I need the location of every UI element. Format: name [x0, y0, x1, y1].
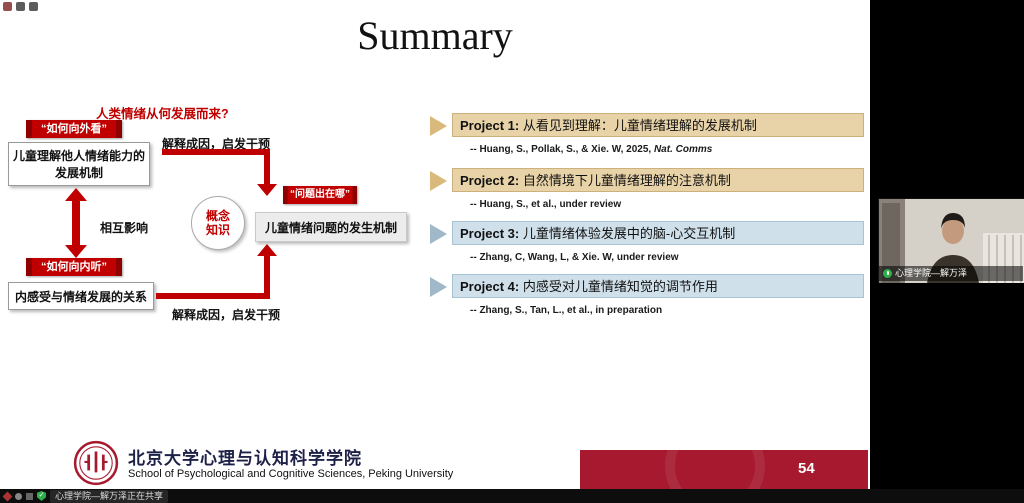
- page-number: 54: [798, 460, 815, 477]
- project3-label: Project 3:: [460, 226, 520, 241]
- secure-share-shield-icon: ✓: [37, 491, 46, 501]
- project3-citation: -- Zhang, C, Wang, L, & Xie. W, under re…: [470, 252, 679, 263]
- bottom-status-bar: ✓ 心理学院—解万泽正在共享: [0, 489, 1024, 503]
- project2-citation: -- Huang, S., et al., under review: [470, 199, 621, 210]
- emoji-mini-icon[interactable]: [15, 492, 22, 500]
- arrow-up-head-icon: [257, 244, 277, 256]
- footer-red-bar: 54: [580, 450, 868, 489]
- project2-bar: Project 2: 自然情境下儿童情绪理解的注意机制: [452, 168, 864, 192]
- project4-citation: -- Zhang, S., Tan, L., et al., in prepar…: [470, 305, 662, 316]
- project3-bullet-icon: [430, 224, 447, 244]
- circle-line2: 知识: [205, 223, 230, 237]
- share-banner: 心理学院—解万泽正在共享: [50, 489, 169, 503]
- project1-bullet-icon: [430, 116, 447, 136]
- settings-icon[interactable]: [29, 2, 38, 11]
- mutual-arrow-down-head-icon: [65, 245, 87, 258]
- label-mutual-influence: 相互影响: [100, 221, 149, 235]
- arrow-down-head-icon: [257, 184, 277, 196]
- project1-bar: Project 1: 从看见到理解：儿童情绪理解的发展机制: [452, 113, 864, 137]
- project1-label: Project 1:: [460, 118, 520, 133]
- circle-line1: 概念: [205, 209, 230, 223]
- project1-citation-journal: Nat. Comms: [653, 144, 713, 155]
- label-explain-top: 解释成因，启发干预: [162, 137, 271, 151]
- arrow-bottom-vertical: [264, 255, 270, 297]
- shared-slide: Summary 人类情绪从何发展而来? “如何向外看” 儿童理解他人情绪能力的发…: [0, 0, 870, 489]
- box-understanding-others: 儿童理解他人情绪能力的发展机制: [8, 142, 150, 186]
- project2-title: 自然情境下儿童情绪理解的注意机制: [519, 173, 731, 188]
- participant-video-thumbnail[interactable]: 心理学院—解万泽: [878, 198, 1024, 283]
- project4-title: 内感受对儿童情绪知觉的调节作用: [519, 279, 718, 294]
- circle-concept-knowledge: 概念 知识: [191, 196, 245, 250]
- mic-on-icon: [883, 269, 892, 278]
- project3-citation-text: -- Zhang, C, Wang, L, & Xie. W, under re…: [470, 252, 679, 263]
- box-interoception: 内感受与情绪发展的关系: [8, 282, 154, 310]
- project3-bar: Project 3: 儿童情绪体验发展中的脑-心交互机制: [452, 221, 864, 245]
- project2-bullet-icon: [430, 171, 447, 191]
- diagram-question: 人类情绪从何发展而来?: [96, 107, 229, 121]
- project4-label: Project 4:: [460, 279, 520, 294]
- ribbon-look-outward: “如何向外看”: [26, 120, 122, 138]
- project1-title: 从看见到理解：儿童情绪理解的发展机制: [519, 118, 757, 133]
- arrow-top-vertical: [264, 149, 270, 185]
- layout-icon[interactable]: [16, 2, 25, 11]
- app-mini-icon[interactable]: [2, 491, 13, 501]
- project4-citation-text: -- Zhang, S., Tan, L., et al., in prepar…: [470, 305, 663, 316]
- redbar-watermark-icon: [665, 450, 765, 489]
- tools-mini-icon[interactable]: [26, 492, 33, 500]
- label-explain-bottom: 解释成因，启发干预: [172, 308, 281, 322]
- footer-org-chinese: 北京大学心理与认知科学学院: [128, 449, 362, 468]
- project1-citation-text: -- Huang, S., Pollak, S., & Xie. W, 2025…: [470, 144, 654, 155]
- ribbon-listen-inward: “如何向内听”: [26, 258, 122, 276]
- project4-bullet-icon: [430, 277, 447, 297]
- participant-name-strip: 心理学院—解万泽: [879, 266, 1023, 281]
- mutual-arrow-up-head-icon: [65, 188, 87, 201]
- participant-name: 心理学院—解万泽: [895, 268, 968, 278]
- top-left-controls: [3, 2, 38, 11]
- mutual-arrow-shaft: [72, 200, 80, 246]
- project3-title: 儿童情绪体验发展中的脑-心交互机制: [519, 226, 736, 241]
- box-emotion-problems: 儿童情绪问题的发生机制: [255, 212, 407, 242]
- arrow-bottom-horizontal: [156, 293, 270, 299]
- project2-citation-text: -- Huang, S., et al., under review: [470, 199, 622, 210]
- footer-org-english: School of Psychological and Cognitive Sc…: [128, 468, 454, 480]
- record-indicator-icon[interactable]: [3, 2, 12, 11]
- ribbon-where-problem: “问题出在哪”: [283, 186, 357, 204]
- slide-title: Summary: [357, 13, 513, 58]
- project4-bar: Project 4: 内感受对儿童情绪知觉的调节作用: [452, 274, 864, 298]
- project1-citation: -- Huang, S., Pollak, S., & Xie. W, 2025…: [470, 144, 712, 155]
- project2-label: Project 2:: [460, 173, 520, 188]
- pku-seal-logo-icon: [73, 440, 119, 486]
- arrow-top-horizontal: [162, 149, 270, 155]
